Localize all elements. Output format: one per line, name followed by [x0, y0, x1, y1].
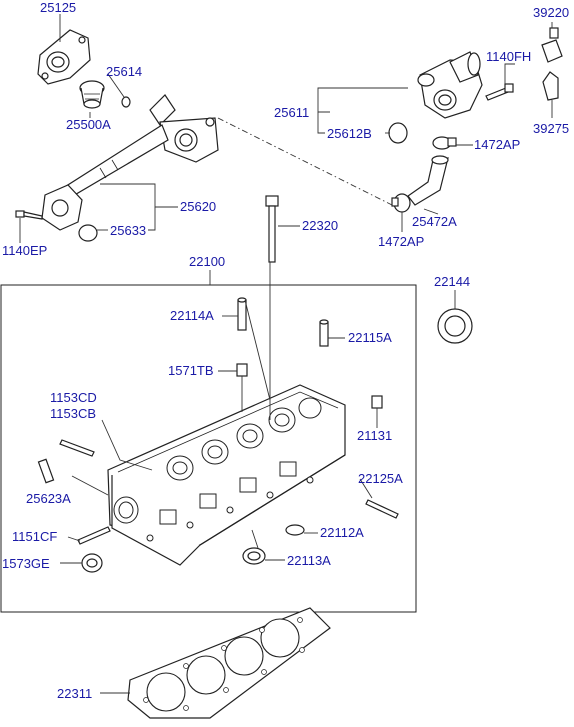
label-1472ap-upper: 1472AP	[474, 137, 520, 152]
label-22100: 22100	[189, 254, 225, 269]
dowel-22115a	[319, 319, 329, 347]
seal-22113a	[242, 547, 266, 565]
sensor-39220	[541, 27, 563, 63]
label-1140fh: 1140FH	[486, 49, 531, 64]
stud-1153cd	[59, 439, 95, 457]
label-21131: 21131	[357, 428, 392, 443]
clamp-1472ap-lower	[391, 193, 411, 213]
clamp-1472ap-upper	[432, 136, 457, 150]
label-1153cb: 1153CB	[50, 406, 96, 421]
stud-1151cf	[77, 526, 111, 545]
label-22112a: 22112A	[320, 525, 364, 540]
label-25612b: 25612B	[327, 126, 372, 141]
stud-22125a	[365, 499, 399, 519]
label-22320: 22320	[302, 218, 338, 233]
label-25500a: 25500A	[66, 117, 111, 132]
label-1151cf: 1151CF	[12, 529, 57, 544]
bolt-1140ep	[15, 210, 43, 220]
label-25611: 25611	[274, 105, 309, 120]
plug-21131	[371, 395, 383, 409]
label-22125a: 22125A	[358, 471, 403, 486]
label-1472ap-lower: 1472AP	[378, 234, 424, 249]
label-25623a: 25623A	[26, 491, 71, 506]
label-39275: 39275	[533, 121, 569, 136]
part-number-labels: 25125 25614 25500A 25611 25612B 1140FH 3…	[2, 0, 569, 701]
plug-1573ge	[81, 553, 103, 573]
thermostat-cover-25125	[37, 29, 91, 85]
cylinder-head-22100	[107, 384, 346, 566]
hose-25472a	[407, 155, 449, 206]
label-22311: 22311	[57, 686, 92, 701]
label-25620: 25620	[180, 199, 216, 214]
assembly-frame	[0, 284, 417, 613]
label-1140ep: 1140EP	[2, 243, 47, 258]
gasket-25633	[78, 224, 98, 242]
label-22113a: 22113A	[287, 553, 331, 568]
water-outlet-25611	[417, 51, 483, 119]
seal-22112a	[285, 524, 305, 536]
label-1573ge: 1573GE	[2, 556, 50, 571]
thermostat-25500a	[79, 80, 105, 109]
head-bolt-22320	[265, 195, 279, 263]
label-25125: 25125	[40, 0, 76, 15]
label-22144: 22144	[434, 274, 470, 289]
dowel-22114a	[237, 297, 247, 331]
water-pipe-25620	[41, 94, 219, 231]
label-25472a: 25472A	[412, 214, 457, 229]
leader-lines	[19, 14, 553, 694]
label-22115a: 22115A	[348, 330, 392, 345]
oil-seal-22144	[437, 308, 473, 344]
label-39220: 39220	[533, 5, 569, 20]
plug-1571tb	[236, 363, 248, 377]
bolt-1140fh	[485, 83, 514, 101]
gasket-25612b	[388, 122, 408, 144]
pin-25623a	[37, 458, 55, 484]
label-1571tb: 1571TB	[168, 363, 214, 378]
label-25633: 25633	[110, 223, 146, 238]
label-1153cd: 1153CD	[50, 390, 97, 405]
clip-39275	[542, 71, 559, 101]
label-22114a: 22114A	[170, 308, 214, 323]
o-ring-25614	[121, 96, 131, 108]
head-gasket-22311	[127, 607, 331, 719]
label-25614: 25614	[106, 64, 142, 79]
